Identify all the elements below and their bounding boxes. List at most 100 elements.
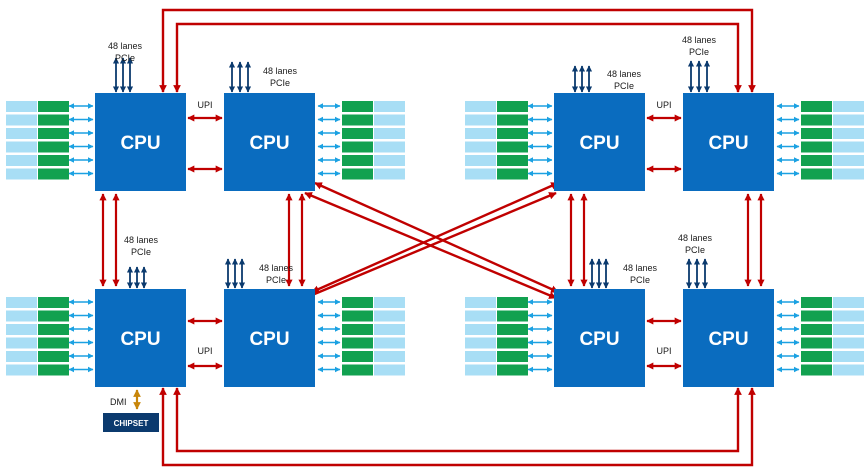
dimm-slot-green [342,364,373,376]
dimm-slot-green [497,364,528,376]
cpu-box [683,289,774,387]
cpu-box [683,93,774,191]
upi-link-bottom-inner [173,387,742,453]
chipset-block: DMI CHIPSET [103,389,159,432]
upi-link-top-outer [159,8,756,93]
dimm-slot-light [374,337,405,349]
cross-upi-links [304,181,559,300]
dimm-slot-light [6,128,37,139]
cpu-label: CPU [249,133,289,154]
dimm-slot-green [801,310,832,322]
dimm-slot-green [38,324,69,335]
dimm-slot-green [801,141,832,153]
dimm-slot-green [342,297,373,308]
pcie-lanes-label: 48 lanes [607,69,642,79]
dimm-slot-light [833,364,864,376]
pcie-type-label: PCIe [131,247,151,257]
cpu-label: CPU [120,133,160,154]
dimm-slot-green [342,310,373,322]
dimm-slot-green [342,128,373,139]
cpu-label: CPU [249,329,289,350]
dimm-slot-green [38,155,69,166]
dimm-slot-light [833,337,864,349]
dimm-slot-light [465,324,496,335]
dimm-slot-light [465,128,496,139]
dimm-slot-green [497,128,528,139]
pcie-lanes-label: 48 lanes [678,233,713,243]
dimm-slot-green [801,155,832,166]
cpu-box [224,93,315,191]
dimm-slot-light [833,324,864,335]
dimm-slot-light [6,114,37,126]
pcie-lanes-label: 48 lanes [259,263,294,273]
dimm-slot-green [38,364,69,376]
dimm-slot-green [38,128,69,139]
dimm-slot-light [465,310,496,322]
pcie-lanes-label: 48 lanes [682,35,717,45]
dimm-slot-green [497,324,528,335]
chipset-label: CHIPSET [114,419,149,428]
cpu-socket: CPU [465,65,645,191]
dimm-slot-green [342,114,373,126]
pcie-type-label: PCIe [689,47,709,57]
outer-upi-links [159,8,756,467]
dimm-slot-light [6,101,37,112]
pcie-lanes-label: 48 lanes [263,66,298,76]
dimm-slot-green [801,168,832,180]
cpu-socket: CPU [6,266,186,387]
dimm-slot-light [6,155,37,166]
dimm-slot-light [465,168,496,180]
dimm-slot-light [465,297,496,308]
pcie-lanes-label: 48 lanes [124,235,159,245]
dimm-slot-green [342,155,373,166]
dimm-slot-green [801,297,832,308]
dimm-slot-green [342,351,373,362]
dimm-slot-green [497,155,528,166]
dimm-slot-light [833,168,864,180]
dimm-slot-light [833,101,864,112]
dimm-slot-green [38,337,69,349]
dimm-slot-light [465,337,496,349]
dimm-slot-green [497,337,528,349]
dimm-slot-light [6,351,37,362]
cpu-box [554,289,645,387]
dimm-slot-green [801,324,832,335]
dimm-slot-light [465,114,496,126]
pcie-labels: 48 lanes PCIe 48 lanes PCIe 48 lanes PCI… [108,35,717,285]
cpu-box [95,93,186,191]
dimm-slot-light [6,141,37,153]
dimm-slot-light [374,168,405,180]
dimm-slot-light [6,297,37,308]
dimm-slot-green [497,310,528,322]
dimm-slot-light [465,141,496,153]
pcie-type-label: PCIe [266,275,286,285]
upi-label: UPI [656,100,671,110]
cpu-box [224,289,315,387]
dimm-slot-green [497,297,528,308]
dimm-slot-green [801,337,832,349]
dimm-slot-green [342,101,373,112]
cpu-label: CPU [708,133,748,154]
dimm-slot-light [374,324,405,335]
dimm-slot-light [374,128,405,139]
cpu-box [95,289,186,387]
dimm-slot-light [374,114,405,126]
dimm-slot-green [342,168,373,180]
dimm-slot-light [465,155,496,166]
dimm-slot-green [801,364,832,376]
cpu-socket: CPU [224,258,405,387]
dimm-slot-green [801,351,832,362]
dimm-slot-light [6,364,37,376]
dimm-slot-light [6,324,37,335]
dimm-slot-green [801,128,832,139]
dimm-slot-green [497,351,528,362]
cpu-box [554,93,645,191]
dimm-slot-green [38,114,69,126]
dimm-slot-green [38,141,69,153]
pcie-lanes-label: 48 lanes [108,41,143,51]
dimm-slot-green [497,168,528,180]
dimm-slot-green [38,297,69,308]
dimm-slot-light [6,168,37,180]
upi-link-top-inner [173,22,742,93]
